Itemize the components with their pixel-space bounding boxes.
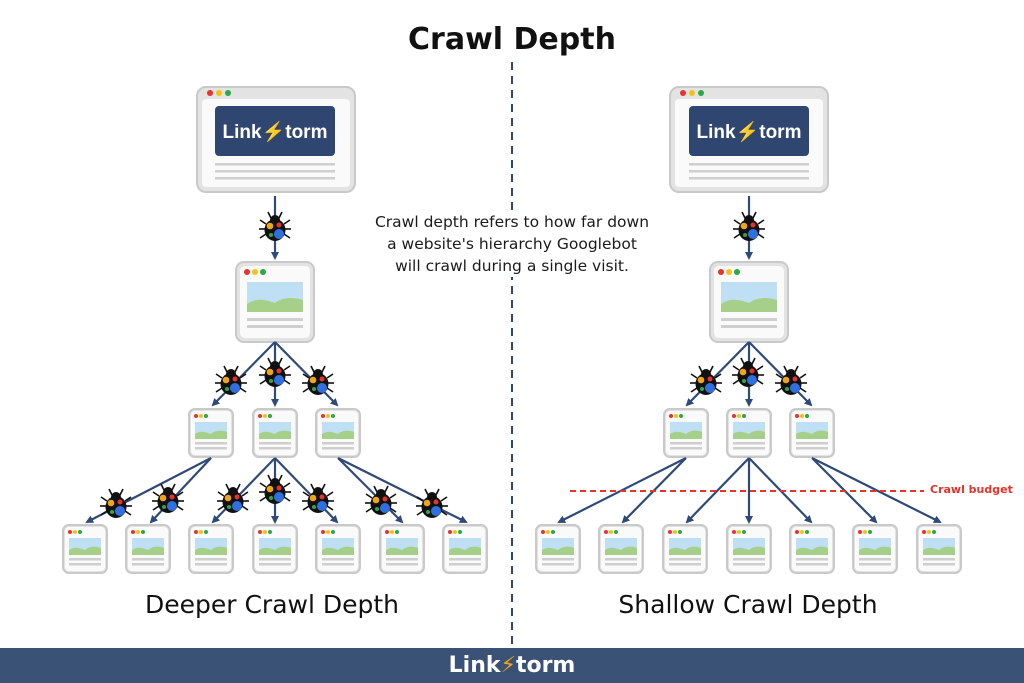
webpage-icon: [662, 524, 708, 574]
webpage-icon: Link⚡torm: [669, 86, 829, 193]
webpage-icon: [663, 408, 709, 458]
webpage-icon: [598, 524, 644, 574]
googlebot-bug-icon: [214, 365, 248, 396]
googlebot-bug-icon: [301, 365, 335, 396]
webpage-icon: [852, 524, 898, 574]
webpage-icon: [315, 524, 361, 574]
svg-text:Link⚡torm: Link⚡torm: [223, 120, 328, 143]
brand-part1: Link: [448, 653, 501, 678]
webpage-icon: [188, 408, 234, 458]
googlebot-bug-icon: [731, 357, 765, 388]
webpage-icon: [252, 408, 298, 458]
webpage-icon: [62, 524, 108, 574]
description-text: Crawl depth refers to how far down a web…: [342, 211, 682, 277]
webpage-icon: [726, 408, 772, 458]
lightning-bolt-icon: ⚡: [500, 653, 516, 678]
left-tree: Link⚡torm: [62, 86, 488, 574]
googlebot-bug-icon: [415, 488, 449, 519]
googlebot-bug-icon: [258, 211, 292, 242]
brand-part2: torm: [515, 653, 576, 678]
googlebot-bug-icon: [689, 365, 723, 396]
description-line: a website's hierarchy Googlebot: [387, 235, 637, 253]
googlebot-bug-icon: [258, 474, 292, 505]
page-title: Crawl Depth: [408, 22, 616, 57]
webpage-icon: [535, 524, 581, 574]
webpage-icon: [379, 524, 425, 574]
left-caption: Deeper Crawl Depth: [144, 590, 400, 619]
webpage-icon: [789, 524, 835, 574]
googlebot-bug-icon: [258, 357, 292, 388]
footer-logo: Link⚡torm: [0, 653, 1024, 678]
webpage-icon: [315, 408, 361, 458]
webpage-icon: [726, 524, 772, 574]
crawl-budget-label: Crawl budget: [930, 483, 1013, 496]
webpage-icon: Link⚡torm: [196, 86, 356, 193]
footer-bar: Link⚡torm: [0, 648, 1024, 683]
webpage-icon: [789, 408, 835, 458]
googlebot-bug-icon: [732, 211, 766, 242]
svg-text:Link⚡torm: Link⚡torm: [697, 120, 802, 143]
googlebot-bug-icon: [151, 483, 185, 514]
webpage-icon: [235, 261, 315, 343]
webpage-icon: [252, 524, 298, 574]
right-tree: Link⚡torm: [535, 86, 962, 574]
googlebot-bug-icon: [301, 483, 335, 514]
description-line: Crawl depth refers to how far down: [374, 213, 650, 231]
webpage-icon: [709, 261, 789, 343]
webpage-icon: [188, 524, 234, 574]
description-line: will crawl during a single visit.: [395, 257, 629, 275]
right-caption: Shallow Crawl Depth: [618, 590, 878, 619]
webpage-icon: [916, 524, 962, 574]
webpage-icon: [442, 524, 488, 574]
webpage-icon: [125, 524, 171, 574]
googlebot-bug-icon: [774, 365, 808, 396]
